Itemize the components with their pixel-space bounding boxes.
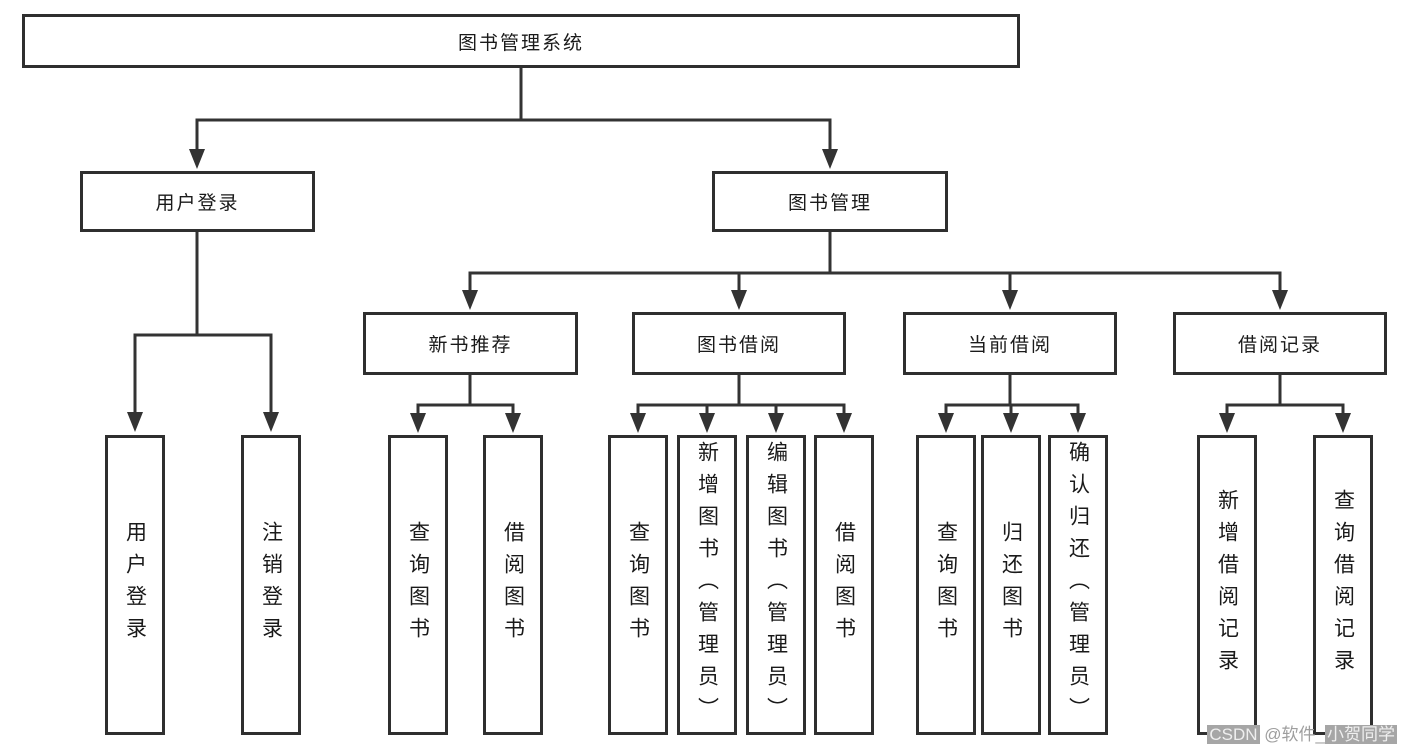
node-label: 查询图书	[406, 521, 430, 649]
leaf-add-books-admin: 新增图书（管理员）	[677, 435, 737, 735]
node-label: 确认归还（管理员）	[1066, 441, 1090, 729]
leaf-edit-books-admin: 编辑图书（管理员）	[746, 435, 806, 735]
node-label: 新增图书（管理员）	[695, 441, 719, 729]
node-label: 用户登录	[155, 193, 240, 214]
node-label: 借阅图书	[832, 521, 856, 649]
leaf-user-login: 用户登录	[105, 435, 165, 735]
node-label: 新增借阅记录	[1215, 489, 1239, 681]
node-label: 借阅记录	[1237, 335, 1322, 356]
leaf-query-books-current: 查询图书	[916, 435, 976, 735]
node-current-borrowing: 当前借阅	[903, 312, 1117, 375]
node-label: 图书管理	[787, 193, 872, 214]
node-label: 新书推荐	[428, 335, 513, 356]
watermark-brand: CSDN	[1207, 725, 1260, 744]
watermark: CSDN @软件_小贺同学	[1207, 720, 1397, 745]
leaf-add-borrow-record: 新增借阅记录	[1197, 435, 1257, 735]
node-borrowing-records: 借阅记录	[1173, 312, 1387, 375]
node-label: 借阅图书	[501, 521, 525, 649]
node-label: 编辑图书（管理员）	[764, 441, 788, 729]
node-label: 注销登录	[259, 521, 283, 649]
leaf-return-books: 归还图书	[981, 435, 1041, 735]
leaf-borrow-books-recommend: 借阅图书	[483, 435, 543, 735]
leaf-query-borrow-record: 查询借阅记录	[1313, 435, 1373, 735]
node-library-management-system: 图书管理系统	[22, 14, 1020, 68]
leaf-query-books-recommend: 查询图书	[388, 435, 448, 735]
node-label: 当前借阅	[967, 335, 1052, 356]
leaf-logout: 注销登录	[241, 435, 301, 735]
node-new-book-recommendation: 新书推荐	[363, 312, 578, 375]
node-user-login: 用户登录	[80, 171, 315, 232]
watermark-handle: @软件_	[1259, 725, 1325, 744]
leaf-query-books-borrowing: 查询图书	[608, 435, 668, 735]
node-label: 归还图书	[999, 521, 1023, 649]
node-label: 图书管理系统	[457, 32, 584, 54]
node-book-management: 图书管理	[712, 171, 948, 232]
arrowheads	[127, 149, 1351, 433]
node-label: 查询图书	[934, 521, 958, 649]
node-label: 图书借阅	[696, 335, 781, 356]
watermark-username: 小贺同学	[1325, 725, 1397, 744]
leaf-confirm-return-admin: 确认归还（管理员）	[1048, 435, 1108, 735]
node-label: 查询图书	[626, 521, 650, 649]
node-book-borrowing: 图书借阅	[632, 312, 846, 375]
node-label: 查询借阅记录	[1331, 489, 1355, 681]
node-label: 用户登录	[123, 521, 147, 649]
leaf-borrow-books-borrowing: 借阅图书	[814, 435, 874, 735]
